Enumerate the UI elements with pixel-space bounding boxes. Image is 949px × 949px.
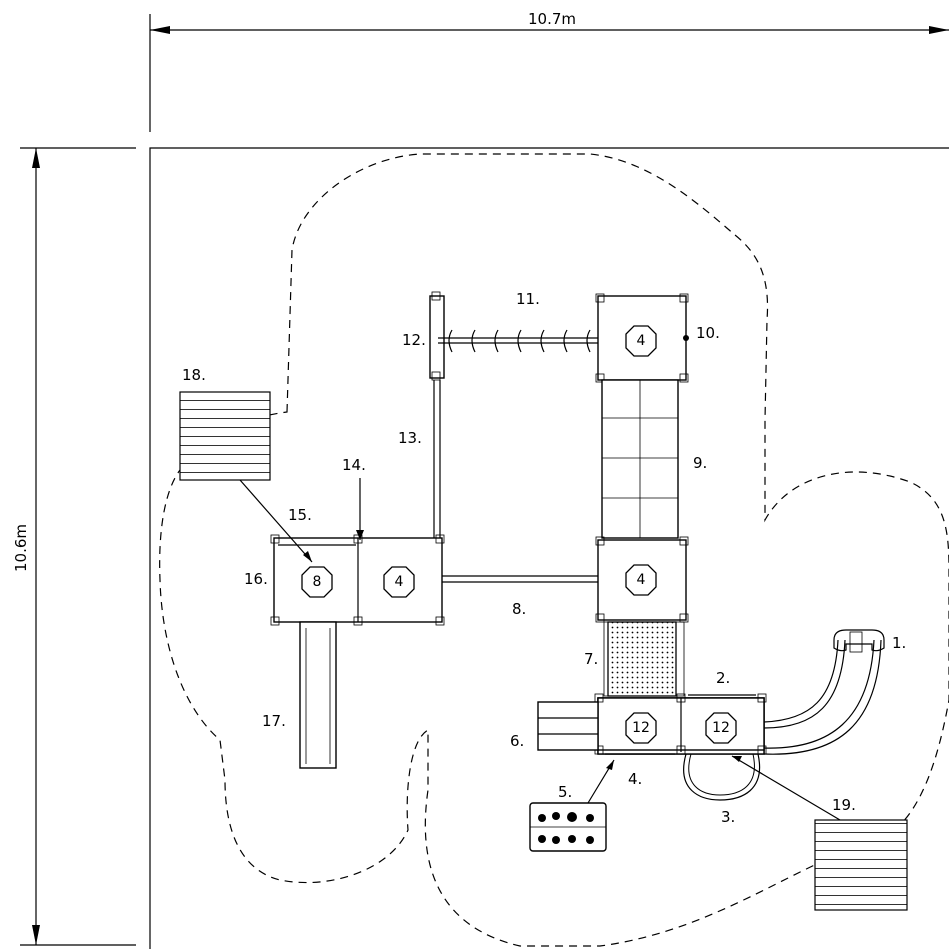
svg-text:12: 12 xyxy=(712,720,730,736)
deck-left-pair: 8 4 xyxy=(270,534,445,626)
climber-7 xyxy=(603,621,685,697)
activity-panel-5 xyxy=(529,759,615,852)
site-boundary xyxy=(149,147,949,949)
overhead-ladder-11 xyxy=(429,291,598,381)
connector-8 xyxy=(442,575,598,583)
straight-slide-17 xyxy=(299,621,337,769)
callout-15: 15. xyxy=(288,506,312,524)
net-climber-6 xyxy=(537,701,599,751)
width-dimension: 10.7m xyxy=(149,10,949,132)
height-dimension: 10.6m xyxy=(12,147,136,946)
callout-18: 18. xyxy=(182,366,206,384)
callout-5: 5. xyxy=(558,783,572,801)
deck-lower-pair: 12 12 xyxy=(594,693,767,755)
curved-slide-1 xyxy=(763,629,885,755)
deck-middle-right: 4 xyxy=(595,536,689,623)
sign-18 xyxy=(179,391,313,563)
callout-12: 12. xyxy=(402,331,426,349)
callout-16: 16. xyxy=(244,570,268,588)
callout-3: 3. xyxy=(721,808,735,826)
callout-4: 4. xyxy=(628,770,642,788)
deck-top-right: 4 xyxy=(595,293,689,383)
callout-7: 7. xyxy=(584,650,598,668)
svg-text:4: 4 xyxy=(395,574,404,590)
leader-14 xyxy=(356,478,364,540)
bridge-9 xyxy=(601,379,679,539)
deck-height-badge xyxy=(625,325,657,357)
callout-2: 2. xyxy=(716,669,730,687)
callout-1: 1. xyxy=(892,634,906,652)
sign-19 xyxy=(731,755,908,911)
callout-13: 13. xyxy=(398,429,422,447)
svg-text:8: 8 xyxy=(313,574,322,590)
callout-11: 11. xyxy=(516,290,540,308)
svg-text:12: 12 xyxy=(632,720,650,736)
svg-text:4: 4 xyxy=(637,333,646,349)
callout-14: 14. xyxy=(342,456,366,474)
panel-10-marker xyxy=(683,335,689,341)
use-zone-outline xyxy=(159,153,949,947)
callout-6: 6. xyxy=(510,732,524,750)
callout-10: 10. xyxy=(696,324,720,342)
crawl-loop-3 xyxy=(683,753,761,801)
callout-8: 8. xyxy=(512,600,526,618)
svg-text:4: 4 xyxy=(637,572,646,588)
callout-labels: 1. 2. 3. 4. 5. 6. 7. 8. 9. 10. 11. 12. 1… xyxy=(182,290,906,826)
callout-17: 17. xyxy=(262,712,286,730)
callout-9: 9. xyxy=(693,454,707,472)
callout-19: 19. xyxy=(832,796,856,814)
pole-13 xyxy=(433,380,441,538)
height-label: 10.6m xyxy=(12,524,30,572)
width-label: 10.7m xyxy=(528,10,576,28)
